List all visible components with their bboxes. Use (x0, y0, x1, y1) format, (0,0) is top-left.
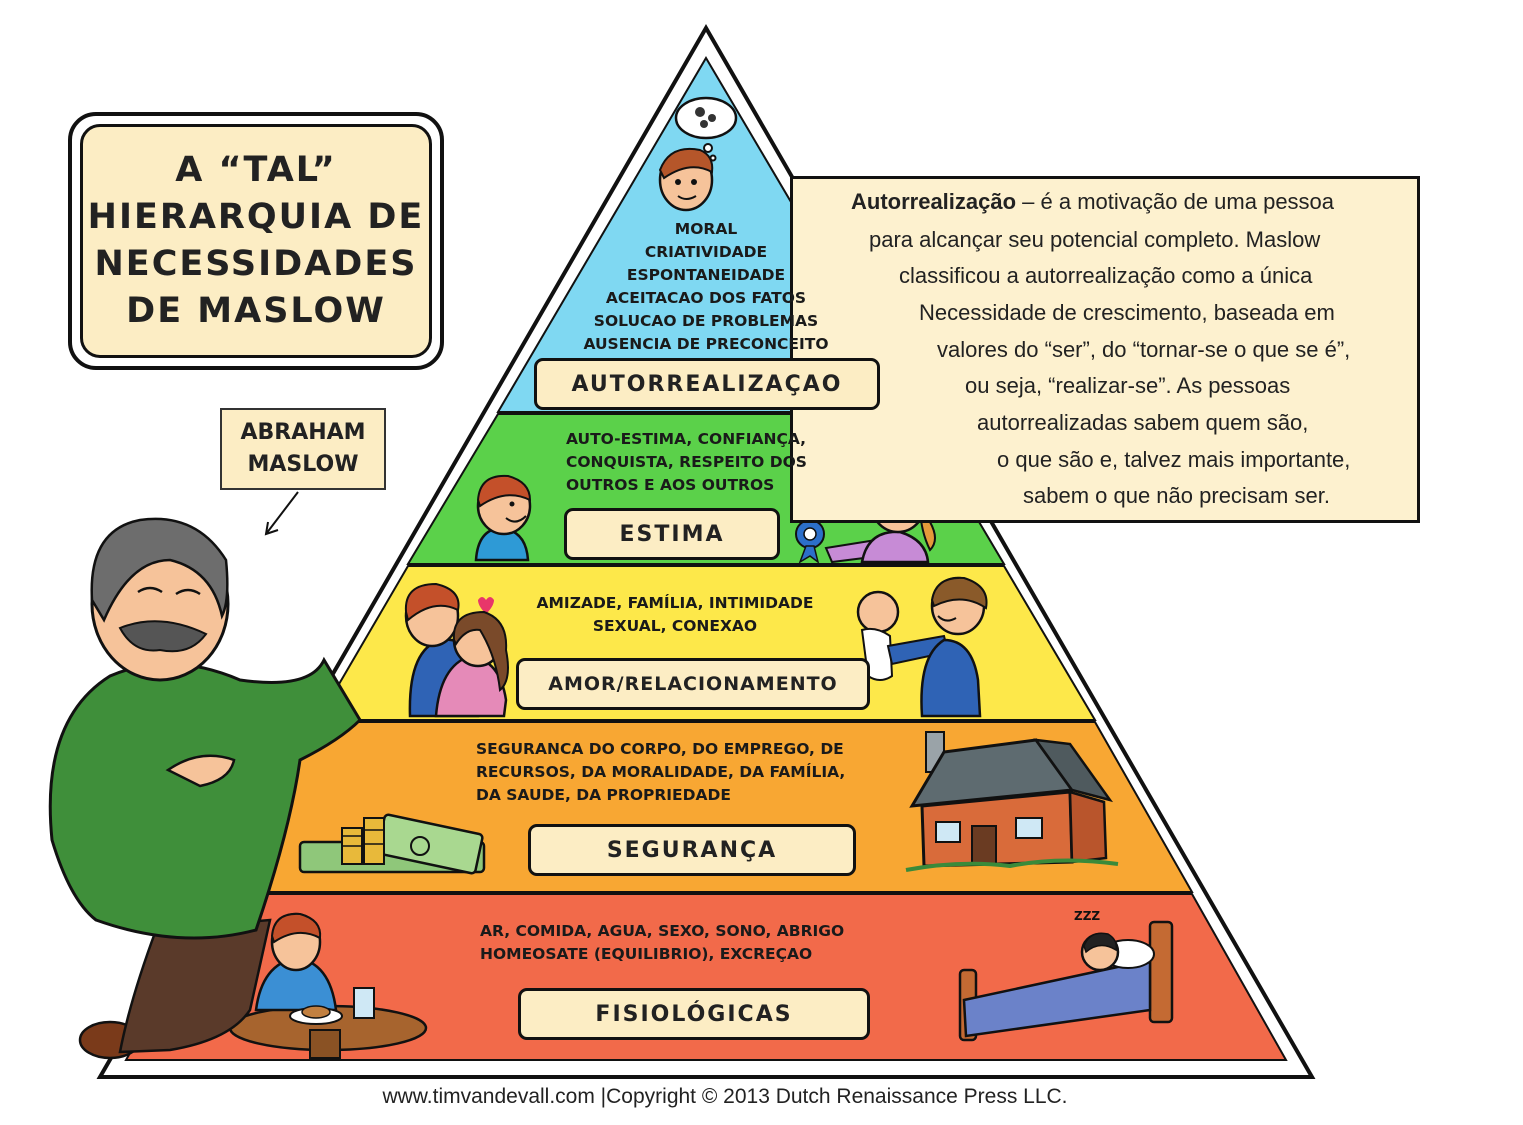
description-line: sabem o que não precisam ser. (1023, 483, 1330, 508)
tier-items-love: AMIZADE, FAMÍLIA, INTIMIDADE SEXUAL, CON… (536, 594, 814, 635)
description-term: Autorrealização (851, 189, 1017, 214)
description-line-text: – é a motivação de uma pessoa (1016, 189, 1335, 214)
parent-with-baby-figure (856, 576, 988, 718)
description-line: o que são e, talvez mais importante, (997, 447, 1351, 472)
tier-label-esteem: ESTIMA (564, 508, 780, 560)
page-title: A “TAL” HIERARQUIA DE NECESSIDADES DE MA… (87, 150, 425, 331)
thinker-figure (658, 96, 738, 212)
tier-items-safety: SEGURANCA DO CORPO, DO EMPREGO, DE RECUR… (476, 740, 846, 804)
esteem-boy-figure (474, 474, 532, 562)
title-panel-inner: A “TAL” HIERARQUIA DE NECESSIDADES DE MA… (80, 124, 432, 358)
tier-items-physiological: AR, COMIDA, AGUA, SEXO, SONO, ABRIGO HOM… (480, 922, 845, 963)
person-name-label: ABRAHAM MASLOW (220, 408, 386, 490)
hugging-couple-figure (404, 582, 509, 718)
house-figure (905, 731, 1119, 872)
tier-love-band (316, 565, 1097, 721)
description-line: valores do “ser”, do “tornar-se o que se… (937, 337, 1351, 362)
tier-label-self-actualization: AUTORREALIZAÇAO (534, 358, 880, 410)
description-line: ou seja, “realizar-se”. As pessoas (965, 373, 1291, 398)
description-box: Autorrealização – é a motivação de uma p… (790, 176, 1420, 523)
description-line: Necessidade de crescimento, baseada em (919, 300, 1335, 325)
tier-label-love: AMOR/RELACIONAMENTO (516, 658, 870, 710)
copyright-footer: www.timvandevall.com |Copyright © 2013 D… (382, 1085, 1068, 1108)
sleeping-boy-bed-figure: ZZZ (958, 909, 1174, 1042)
description-line: para alcançar seu potencial completo. Ma… (869, 227, 1321, 252)
tier-items-esteem: AUTO-ESTIMA, CONFIANÇA, CONQUISTA, RESPE… (566, 430, 807, 494)
title-panel: A “TAL” HIERARQUIA DE NECESSIDADES DE MA… (68, 112, 444, 370)
description-line: Autorrealização – é a motivação de uma p… (851, 189, 1334, 215)
description-line: classificou a autorrealização como a úni… (899, 263, 1313, 288)
money-pile-figure (298, 813, 486, 875)
tier-label-safety: SEGURANÇA (528, 824, 856, 876)
tier-items-self-actualization: MORAL CRIATIVIDADE ESPONTANEIDADE ACEITA… (583, 220, 829, 353)
abraham-maslow-figure (48, 491, 362, 1060)
sleep-zzz: ZZZ (1074, 909, 1100, 923)
tier-label-physiological: FISIOLÓGICAS (518, 988, 870, 1040)
description-line: autorrealizadas sabem quem são, (977, 410, 1309, 435)
eating-boy-figure (228, 912, 428, 1059)
